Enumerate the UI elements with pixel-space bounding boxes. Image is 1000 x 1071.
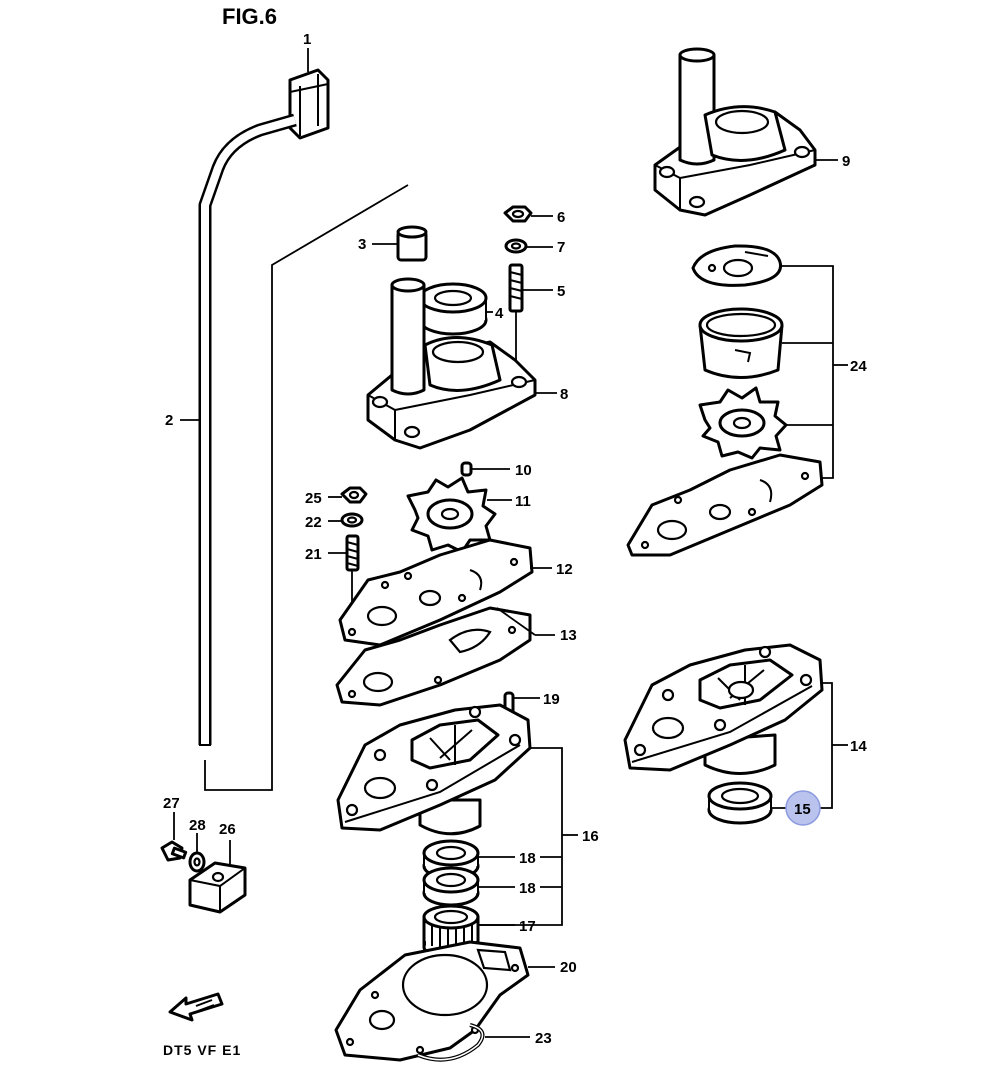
- part-15-oil-seal[interactable]: [707, 781, 773, 825]
- part-3-bushing[interactable]: [396, 225, 428, 262]
- part-7-washer[interactable]: [504, 238, 528, 254]
- callout-25: 25: [305, 490, 322, 507]
- callout-11: 11: [515, 493, 531, 510]
- part-16-housing[interactable]: [336, 703, 532, 836]
- part-12-plate[interactable]: [338, 538, 534, 647]
- part-13-gasket[interactable]: [335, 606, 532, 707]
- part-23-circlip[interactable]: [417, 1023, 485, 1062]
- part-18-seal-lower[interactable]: [422, 866, 480, 907]
- part-14-housing[interactable]: [623, 643, 824, 775]
- part-22-washer[interactable]: [340, 512, 364, 528]
- kit-24-impeller[interactable]: [698, 386, 788, 460]
- part-9-pump-case[interactable]: [653, 47, 817, 217]
- front-direction-arrow-icon: [168, 992, 224, 1022]
- callout-18-lower: 18: [519, 880, 536, 897]
- callout-2: 2: [165, 412, 173, 429]
- part-8-pump-case[interactable]: [366, 277, 537, 450]
- figure-title: FIG.6: [222, 4, 277, 29]
- part-20-gasket[interactable]: [334, 940, 530, 1062]
- part-28-washer[interactable]: [188, 851, 206, 873]
- callout-27: 27: [163, 795, 180, 812]
- part-25-nut[interactable]: [340, 486, 368, 504]
- callout-22: 22: [305, 514, 322, 531]
- kit-24-plate-upper[interactable]: [691, 244, 783, 287]
- part-2-water-tube[interactable]: [198, 113, 297, 746]
- callout-15[interactable]: 15: [794, 801, 811, 818]
- callout-19: 19: [543, 691, 560, 708]
- callout-24: 24: [850, 358, 867, 375]
- model-code: DT5 VF E1: [163, 1042, 241, 1058]
- part-1-grommet[interactable]: [288, 68, 330, 140]
- callout-20: 20: [560, 959, 577, 976]
- callout-14: 14: [850, 738, 867, 755]
- kit-24-plate-lower[interactable]: [626, 453, 824, 557]
- part-27-screw[interactable]: [160, 840, 188, 862]
- callout-21: 21: [305, 546, 322, 563]
- callout-9: 9: [842, 153, 850, 170]
- callout-18-upper: 18: [519, 850, 536, 867]
- part-6-nut[interactable]: [503, 205, 533, 223]
- part-10-key[interactable]: [460, 461, 473, 477]
- callout-13: 13: [560, 627, 577, 644]
- callout-1: 1: [303, 31, 311, 48]
- callout-16: 16: [582, 828, 599, 845]
- part-5-stud-bolt[interactable]: [508, 263, 524, 378]
- kit-24-liner[interactable]: [698, 307, 784, 379]
- callout-10: 10: [515, 462, 532, 479]
- callout-26: 26: [219, 821, 236, 838]
- callout-7: 7: [557, 239, 565, 256]
- callout-4: 4: [495, 305, 504, 322]
- callout-12: 12: [556, 561, 573, 578]
- callout-17: 17: [519, 918, 536, 935]
- callout-23: 23: [535, 1030, 552, 1047]
- part-26-anode[interactable]: [188, 861, 247, 914]
- callout-8: 8: [560, 386, 568, 403]
- callout-28: 28: [189, 817, 206, 834]
- part-4-oil-seal[interactable]: [418, 282, 488, 336]
- callout-6: 6: [557, 209, 565, 226]
- highlight-marker-15[interactable]: [785, 790, 821, 826]
- part-11-impeller[interactable]: [406, 476, 497, 554]
- callout-3: 3: [358, 236, 366, 253]
- callout-5: 5: [557, 283, 565, 300]
